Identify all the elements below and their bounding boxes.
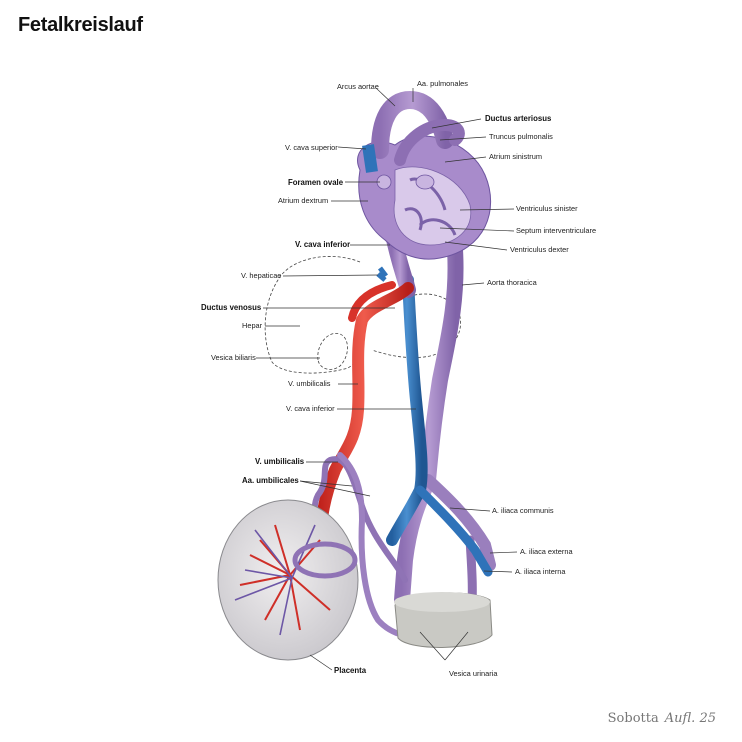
gallbladder-outline [317, 332, 348, 370]
umbilical-vein-vessel [314, 282, 414, 551]
label-aa-pulmonales: Aa. pulmonales [417, 79, 468, 88]
label-a-iliaca-interna: A. iliaca interna [515, 567, 566, 576]
label-ductus-arteriosus: Ductus arteriosus [485, 114, 552, 123]
heart [357, 135, 492, 260]
label-hepar: Hepar [242, 321, 263, 330]
superior-vena-cava [362, 144, 378, 173]
label-septum-interventriculare: Septum interventriculare [516, 226, 596, 235]
label-v-umbilicalis: V. umbilicalis [288, 379, 331, 388]
label-v-cava-inferior: V. cava inferior [286, 404, 335, 413]
label-atrium-sinistrum: Atrium sinistrum [489, 152, 542, 161]
label-v-cava-superior: V. cava superior [285, 143, 338, 152]
footer-edition: Aufl. 25 [664, 711, 716, 726]
vena-cava-inferior-vessel [386, 274, 428, 546]
leader-lines [256, 87, 518, 671]
label-aa-umbilicales: Aa. umbilicales [242, 476, 299, 485]
footer-brand: Sobotta [607, 711, 659, 726]
iliaca-externa-vein [415, 485, 493, 577]
label-ductus-venosus: Ductus venosus [201, 303, 262, 312]
ductus-venosus-vessel [348, 281, 396, 322]
pulmonary-trunk [394, 118, 465, 166]
label-v-cava-inferior-bold: V. cava inferior [295, 240, 350, 249]
hepatic-veins [376, 266, 388, 282]
label-aorta-thoracica: Aorta thoracica [487, 278, 538, 287]
bladder [394, 592, 493, 648]
footer: Sobotta Aufl. 25 [608, 711, 716, 726]
placenta-disc [217, 499, 359, 661]
label-vesica-biliaris: Vesica biliaris [211, 353, 256, 362]
label-foramen-ovale: Foramen ovale [288, 178, 344, 187]
label-ventriculus-sinister: Ventriculus sinister [516, 204, 578, 213]
label-a-iliaca-communis: A. iliaca communis [492, 506, 554, 515]
label-truncus-pulmonalis: Truncus pulmonalis [489, 132, 553, 141]
label-a-iliaca-externa: A. iliaca externa [520, 547, 573, 556]
label-v-umbilicalis-bold: V. umbilicalis [255, 457, 305, 466]
page-title: Fetalkreislauf [18, 14, 143, 36]
label-v-hepaticae: V. hepaticae [241, 271, 281, 280]
label-placenta: Placenta [334, 666, 367, 675]
label-vesica-urinaria: Vesica urinaria [449, 669, 498, 678]
liver-outline-right [371, 293, 461, 358]
iliaca-communis-right [422, 474, 496, 571]
label-ventriculus-dexter: Ventriculus dexter [510, 245, 569, 254]
liver-outline [264, 256, 361, 374]
label-atrium-dextrum: Atrium dextrum [278, 196, 328, 205]
aorta-descending [394, 242, 464, 608]
label-arcus-aortae: Arcus aortae [337, 82, 379, 91]
